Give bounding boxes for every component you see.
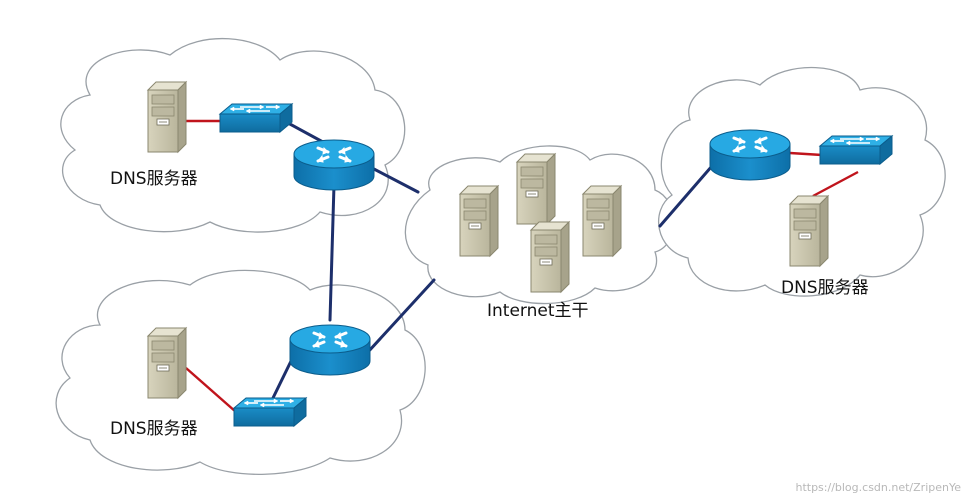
dns-server-label-top-left: DNS服务器: [110, 169, 198, 189]
router-icon: [708, 128, 792, 182]
server-icon: [582, 185, 622, 257]
server-icon: [516, 153, 556, 225]
link-server-switch-bl: [185, 367, 237, 413]
dns-server-label-bottom-left: DNS服务器: [110, 419, 198, 439]
server-icon: [147, 81, 187, 153]
cloud-bottom-left: [55, 269, 426, 475]
switch-icon: [233, 397, 307, 427]
cloud-right: [658, 66, 946, 297]
server-icon: [147, 327, 187, 399]
switch-icon: [819, 135, 893, 165]
link-switch-r-server-r: [812, 170, 859, 198]
internet-backbone-label: Internet主干: [487, 301, 589, 321]
link-router-tl-router-bl: [328, 183, 336, 322]
link-router-tl-internet: [370, 166, 420, 194]
server-icon: [789, 195, 829, 267]
link-router-r-switch-r: [789, 151, 823, 157]
switch-icon: [219, 103, 293, 133]
link-internet-router-r: [658, 164, 714, 228]
router-icon: [288, 323, 372, 377]
dns-server-label-right: DNS服务器: [781, 278, 869, 298]
watermark: https://blog.csdn.net/ZripenYe: [795, 481, 961, 494]
cloud-top-left: [60, 38, 406, 233]
server-icon: [459, 185, 499, 257]
link-router-bl-internet: [366, 278, 436, 354]
server-icon: [530, 221, 570, 293]
router-icon: [292, 138, 376, 192]
